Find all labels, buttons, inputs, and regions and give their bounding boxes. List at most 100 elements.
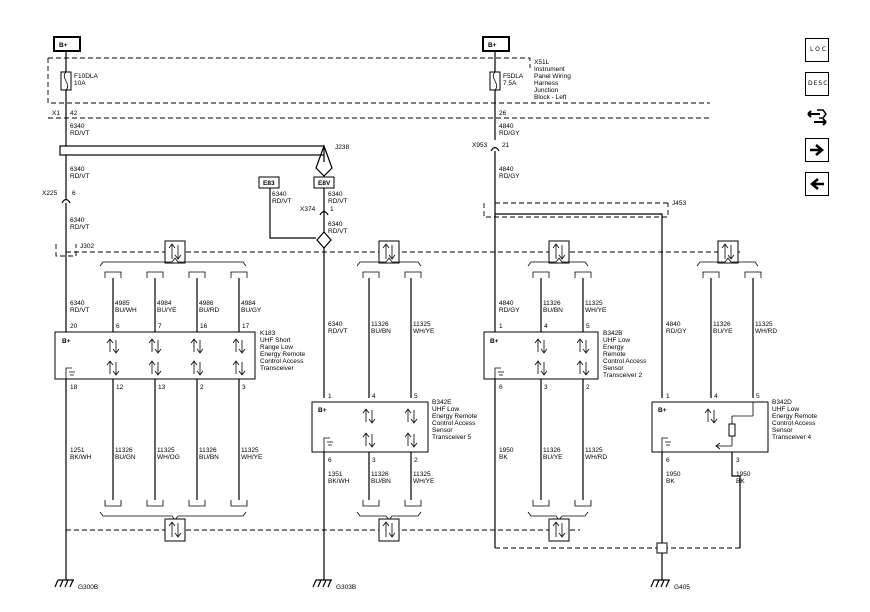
next-page-button[interactable]: [805, 138, 829, 162]
svg-text:G303B: G303B: [336, 584, 356, 591]
svg-text:5: 5: [414, 393, 418, 400]
connector-view-button[interactable]: [805, 106, 829, 130]
description-button[interactable]: DESC: [805, 72, 829, 96]
module-b342b-label: B342B UHF Low Energy Remote Control Acce…: [603, 330, 647, 379]
svg-text:RD/GY: RD/GY: [499, 130, 520, 137]
svg-text:1: 1: [328, 393, 332, 400]
svg-text:21: 21: [502, 142, 510, 149]
svg-text:4986: 4986: [199, 300, 214, 307]
svg-text:Panel Wiring: Panel Wiring: [534, 73, 571, 80]
ground-splice-square: [656, 542, 668, 554]
svg-text:4984: 4984: [157, 300, 172, 307]
svg-text:WH/YE: WH/YE: [241, 454, 263, 461]
pins-b342e-bottom: 6 3 2: [328, 457, 418, 464]
svg-text:11325: 11325: [413, 321, 431, 328]
module-k183: B+: [54, 331, 256, 380]
connector-x51-pin: 26: [499, 110, 507, 117]
wire-label-6340-f: 6340 RD/VT: [328, 221, 348, 235]
svg-text:BU/GN: BU/GN: [115, 454, 136, 461]
svg-text:11325: 11325: [585, 300, 603, 307]
svg-text:E83: E83: [263, 180, 275, 187]
wire-label-6340-b: 6340 RD/VT: [70, 166, 90, 180]
svg-text:RD/VT: RD/VT: [70, 173, 90, 180]
svg-text:16: 16: [200, 323, 208, 330]
svg-text:11325: 11325: [585, 447, 603, 454]
svg-text:RD/VT: RD/VT: [70, 224, 90, 231]
svg-text:Transceiver: Transceiver: [260, 365, 295, 372]
svg-text:RD/GY: RD/GY: [499, 307, 520, 314]
svg-text:BK: BK: [666, 478, 675, 485]
svg-text:F5DLA: F5DLA: [503, 73, 524, 80]
description-button-label: DESC: [808, 80, 829, 87]
svg-text:4: 4: [372, 393, 376, 400]
svg-text:BK: BK: [736, 478, 745, 485]
connector-symbols-top: [104, 271, 762, 278]
svg-text:Sensor: Sensor: [603, 365, 624, 372]
svg-text:B+: B+: [488, 42, 497, 49]
svg-text:11325: 11325: [755, 321, 773, 328]
svg-text:BU/YE: BU/YE: [713, 328, 733, 335]
svg-text:Harness: Harness: [534, 80, 559, 87]
svg-text:RD/GY: RD/GY: [499, 173, 520, 180]
pins-b342d-bottom: 6 3: [666, 457, 740, 464]
svg-text:2: 2: [586, 384, 590, 391]
svg-text:6340: 6340: [328, 191, 343, 198]
svg-text:BU/GY: BU/GY: [241, 307, 262, 314]
svg-text:B+: B+: [658, 407, 667, 414]
svg-text:B+: B+: [59, 42, 68, 49]
connector-e83: E83: [258, 176, 280, 189]
svg-text:Instrument: Instrument: [534, 66, 565, 73]
svg-text:BU/BN: BU/BN: [371, 328, 391, 335]
svg-text:2: 2: [414, 457, 418, 464]
junction-block-outline: [47, 57, 710, 119]
svg-text:12: 12: [116, 384, 124, 391]
bus-arrow-box-6: [378, 518, 400, 542]
connector-e8v: E8V: [313, 176, 335, 189]
module-b342e-label: B342E UHF Low Energy Remote Control Acce…: [432, 399, 478, 441]
svg-text:4984: 4984: [241, 300, 256, 307]
wire-label-6340-e8v: 6340 RD/VT: [328, 191, 348, 205]
svg-text:5: 5: [756, 393, 760, 400]
svg-text:4840: 4840: [499, 300, 514, 307]
svg-text:11325: 11325: [241, 447, 259, 454]
svg-text:G300B: G300B: [78, 584, 98, 591]
svg-text:18: 18: [70, 384, 78, 391]
svg-text:11326: 11326: [543, 300, 561, 307]
svg-text:10A: 10A: [74, 80, 86, 87]
fuse-f5dla: F5DLA 7.5A: [489, 71, 524, 91]
svg-text:Transceiver 2: Transceiver 2: [603, 372, 643, 379]
svg-text:4: 4: [714, 393, 718, 400]
svg-text:B342D: B342D: [772, 399, 792, 406]
svg-text:Energy: Energy: [603, 344, 624, 351]
svg-text:RD/GY: RD/GY: [666, 328, 687, 335]
svg-text:1: 1: [499, 323, 503, 330]
previous-page-button[interactable]: [805, 172, 829, 196]
location-button[interactable]: LOC: [805, 38, 829, 62]
svg-text:B+: B+: [490, 338, 499, 345]
svg-text:Energy Remote: Energy Remote: [432, 413, 478, 420]
svg-text:Sensor: Sensor: [432, 427, 453, 434]
svg-text:BK/WH: BK/WH: [328, 478, 350, 485]
svg-text:J453: J453: [672, 200, 686, 207]
svg-text:B+: B+: [62, 338, 71, 345]
svg-text:UHF Low: UHF Low: [772, 406, 799, 413]
svg-text:UHF Low: UHF Low: [432, 406, 459, 413]
svg-text:11326: 11326: [371, 321, 389, 328]
svg-text:BU/BN: BU/BN: [199, 454, 219, 461]
svg-text:RD/VT: RD/VT: [328, 328, 348, 335]
svg-text:1950: 1950: [736, 471, 751, 478]
svg-text:11326: 11326: [543, 447, 561, 454]
svg-text:B+: B+: [318, 407, 327, 414]
svg-text:1: 1: [666, 393, 670, 400]
svg-text:BU/YE: BU/YE: [543, 454, 563, 461]
svg-text:X51L: X51L: [534, 59, 550, 66]
module-b342e: B+: [311, 401, 429, 453]
module-k183-label: K183 UHF Short Range Low Energy Remote C…: [260, 330, 306, 372]
splice-j302: J302: [55, 243, 94, 257]
pins-k183-top: 20 6 7 16 17: [70, 323, 250, 330]
